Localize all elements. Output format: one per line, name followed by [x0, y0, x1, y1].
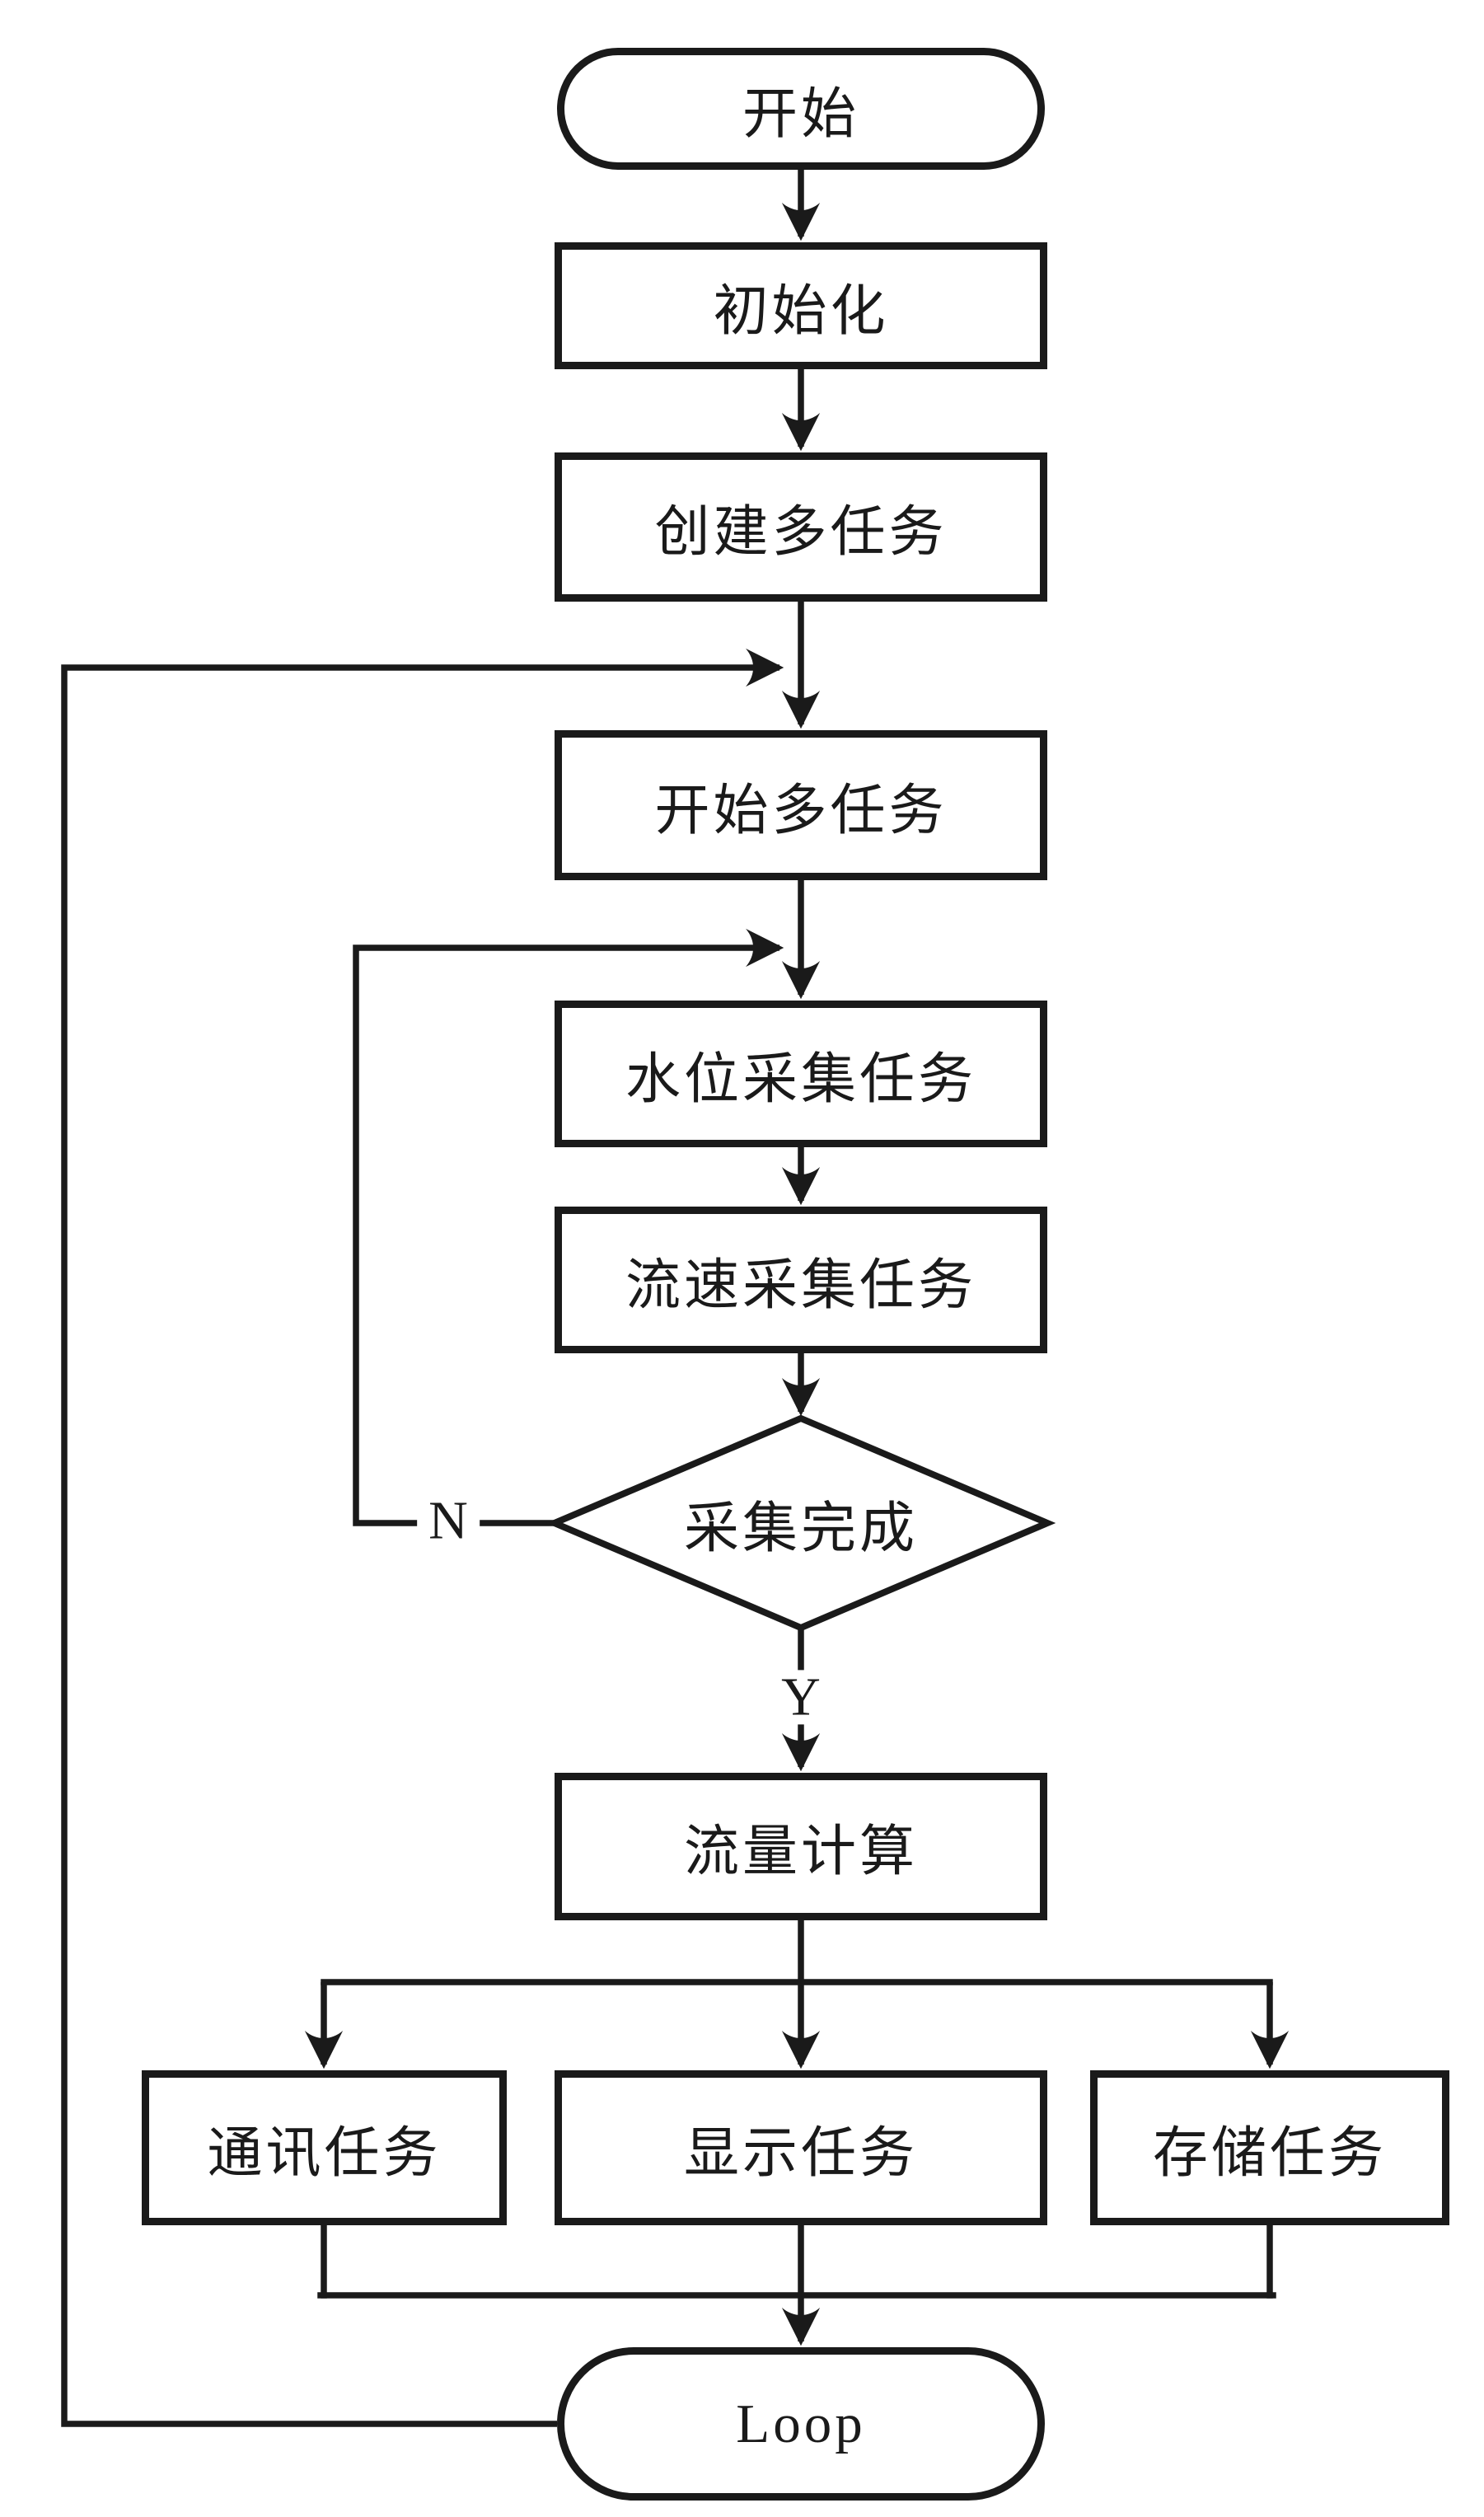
edge-label-no: N	[417, 1493, 480, 1549]
decision-diamond-shape	[546, 1414, 1056, 1632]
node-display-task: 显示任务	[555, 2070, 1047, 2225]
node-create-tasks: 创建多任务	[555, 452, 1047, 602]
node-velocity-task: 流速采集任务	[555, 1207, 1047, 1353]
node-collection-done-label: 采集完成	[684, 1498, 918, 1559]
node-loop-label: Loop	[736, 2393, 866, 2454]
node-velocity-task-label: 流速采集任务	[625, 1254, 976, 1316]
node-create-tasks-label: 创建多任务	[654, 502, 948, 563]
node-start-label: 开始	[742, 83, 859, 145]
node-start: 开始	[557, 48, 1045, 170]
edge-label-yes: Y	[770, 1670, 832, 1725]
node-water-level-task-label: 水位采集任务	[625, 1048, 976, 1110]
node-storage-task: 存储任务	[1090, 2070, 1449, 2225]
node-comm-task-label: 通讯任务	[207, 2122, 442, 2184]
node-flow-calc: 流量计算	[555, 1773, 1047, 1920]
node-flow-calc-label: 流量计算	[684, 1821, 918, 1882]
node-start-tasks: 开始多任务	[555, 730, 1047, 880]
node-storage-task-label: 存储任务	[1153, 2122, 1387, 2184]
node-start-tasks-label: 开始多任务	[654, 780, 948, 841]
node-init-label: 初始化	[713, 280, 889, 342]
node-water-level-task: 水位采集任务	[555, 1001, 1047, 1147]
connector-loop-return	[61, 648, 784, 2427]
node-collection-done-decision: 采集完成	[546, 1410, 1056, 1636]
node-display-task-label: 显示任务	[684, 2122, 918, 2184]
node-init: 初始化	[555, 242, 1047, 369]
node-loop: Loop	[557, 2347, 1045, 2501]
node-comm-task: 通讯任务	[142, 2070, 507, 2225]
